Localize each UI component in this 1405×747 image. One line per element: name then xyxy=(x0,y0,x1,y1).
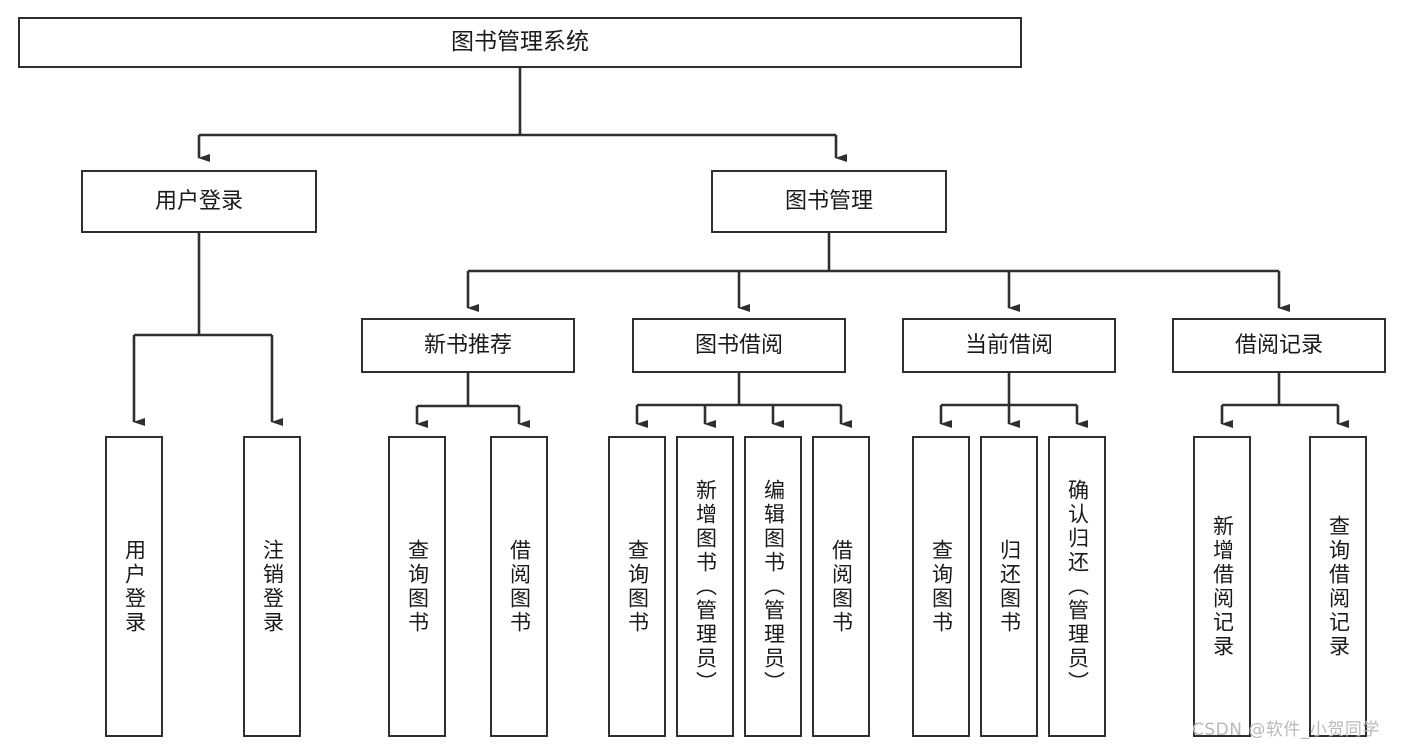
leaf-query-borrow-record[interactable]: 查询借阅记录 xyxy=(1309,436,1367,737)
node-label: 查询借阅记录 xyxy=(1326,514,1351,659)
node-label: 借阅图书 xyxy=(829,538,854,635)
node-label: 归还图书 xyxy=(997,538,1022,635)
node-label: 查询图书 xyxy=(405,538,430,635)
node-book-borrow[interactable]: 图书借阅 xyxy=(632,318,846,373)
node-label: 用户登录 xyxy=(122,538,147,635)
node-label: 用户登录 xyxy=(154,188,243,214)
node-book-management[interactable]: 图书管理 xyxy=(711,170,947,233)
node-label: 查询图书 xyxy=(625,538,650,635)
node-label: 确认归还（管理员） xyxy=(1065,478,1090,695)
node-label: 注销登录 xyxy=(260,538,285,635)
node-label: 当前借阅 xyxy=(964,332,1053,358)
node-root-system[interactable]: 图书管理系统 xyxy=(18,17,1022,68)
leaf-borrow-books-recommend[interactable]: 借阅图书 xyxy=(490,436,548,737)
node-label: 图书借阅 xyxy=(694,332,783,358)
node-user-login[interactable]: 用户登录 xyxy=(81,170,317,233)
node-label: 编辑图书（管理员） xyxy=(761,478,786,695)
node-borrow-records[interactable]: 借阅记录 xyxy=(1172,318,1386,373)
node-label: 图书管理系统 xyxy=(451,29,589,56)
csdn-watermark: CSDN @软件_小贺同学 xyxy=(1192,720,1380,740)
leaf-query-books-recommend[interactable]: 查询图书 xyxy=(388,436,446,737)
leaf-return-books[interactable]: 归还图书 xyxy=(980,436,1038,737)
leaf-borrow-books[interactable]: 借阅图书 xyxy=(812,436,870,737)
node-label: 借阅记录 xyxy=(1234,332,1323,358)
leaf-query-books-current[interactable]: 查询图书 xyxy=(912,436,970,737)
node-label: 新书推荐 xyxy=(423,332,512,358)
leaf-add-borrow-record[interactable]: 新增借阅记录 xyxy=(1193,436,1251,737)
leaf-user-login[interactable]: 用户登录 xyxy=(105,436,163,737)
node-label: 新增借阅记录 xyxy=(1210,514,1235,659)
leaf-edit-book-admin[interactable]: 编辑图书（管理员） xyxy=(744,436,802,737)
leaf-logout[interactable]: 注销登录 xyxy=(243,436,301,737)
node-label: 新增图书（管理员） xyxy=(693,478,718,695)
leaf-add-book-admin[interactable]: 新增图书（管理员） xyxy=(676,436,734,737)
leaf-confirm-return-admin[interactable]: 确认归还（管理员） xyxy=(1048,436,1106,737)
node-current-borrow[interactable]: 当前借阅 xyxy=(902,318,1116,373)
node-label: 图书管理 xyxy=(784,188,873,214)
node-label: 查询图书 xyxy=(929,538,954,635)
leaf-query-books-borrow[interactable]: 查询图书 xyxy=(608,436,666,737)
node-label: 借阅图书 xyxy=(507,538,532,635)
node-new-book-recommend[interactable]: 新书推荐 xyxy=(361,318,575,373)
